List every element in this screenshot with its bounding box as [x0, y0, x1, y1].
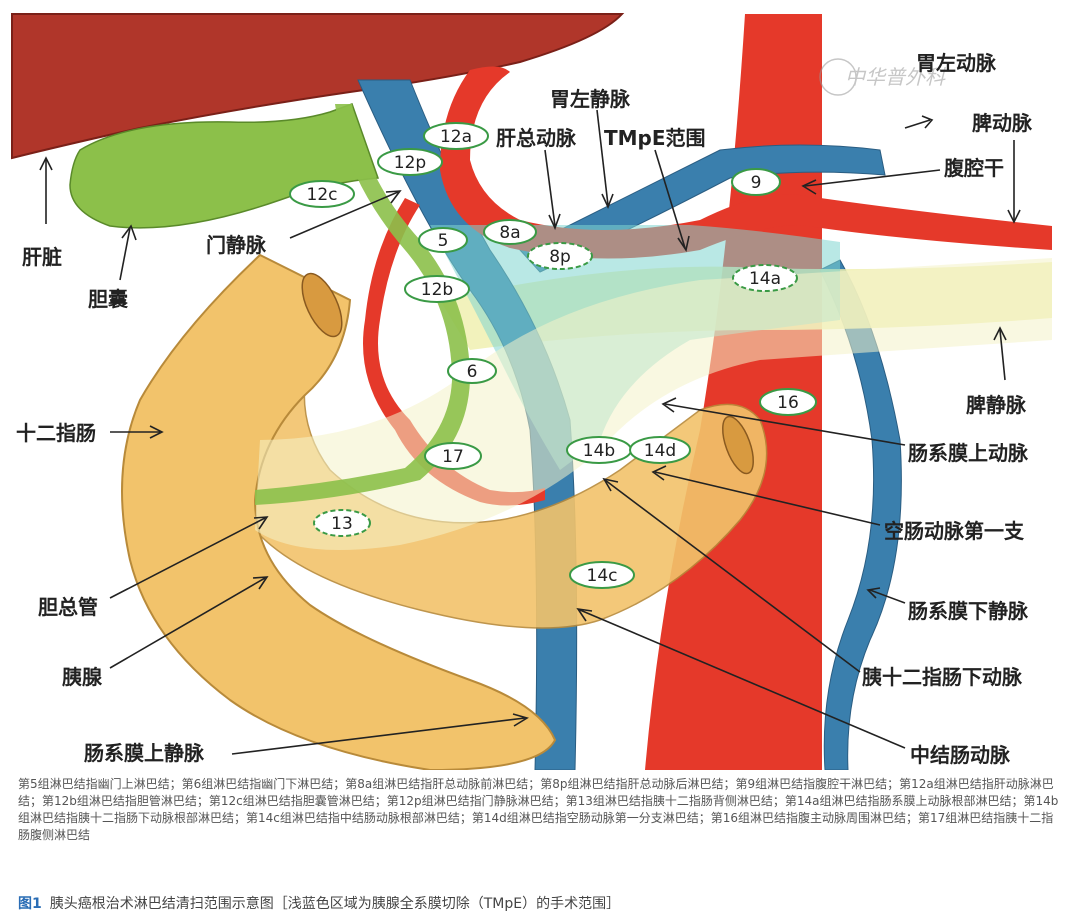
bile-duct: [255, 104, 470, 505]
svg-text:16: 16: [777, 393, 799, 413]
svg-text:14d: 14d: [644, 441, 676, 461]
node-14a: 14a: [732, 264, 798, 292]
svg-text:14a: 14a: [749, 269, 781, 289]
label-imv: 肠系膜下静脉: [908, 599, 1029, 623]
node-8p: 8p: [527, 242, 593, 270]
label-gallbladder: 胆囊: [88, 287, 128, 311]
label-smv: 肠系膜上静脉: [84, 741, 205, 765]
mesentery-overlay: [255, 258, 1052, 550]
node-14b: 14b: [566, 436, 632, 464]
label-splenic-v: 脾静脉: [966, 393, 1027, 417]
svg-text:5: 5: [438, 231, 449, 251]
node-12b: 12b: [404, 275, 470, 303]
hepatic-artery: [440, 66, 1052, 259]
label-portal-vein: 门静脉: [206, 233, 267, 257]
node-16: 16: [759, 388, 817, 416]
svg-text:12p: 12p: [394, 153, 426, 173]
label-celiac: 腹腔干: [944, 156, 1004, 180]
svg-text:14c: 14c: [587, 566, 618, 586]
label-duodenum: 十二指肠: [16, 421, 96, 445]
label-lgv: 胃左静脉: [550, 87, 631, 111]
svg-text:17: 17: [442, 447, 464, 467]
figure-number: 图1: [18, 896, 42, 912]
node-14c: 14c: [569, 561, 635, 589]
duodenum-lumen: [301, 272, 343, 338]
svg-text:14b: 14b: [583, 441, 615, 461]
label-ipda: 胰十二指肠下动脉: [862, 665, 1023, 689]
node-8a: 8a: [483, 219, 537, 245]
node-9: 9: [731, 168, 781, 196]
label-pancreas: 胰腺: [62, 665, 103, 689]
liver: [11, 13, 625, 160]
label-jejunal: 空肠动脉第一支: [884, 519, 1025, 543]
svg-text:中华普外科: 中华普外科: [845, 65, 946, 89]
label-tmpe: TMpE范围: [604, 126, 706, 150]
svg-text:6: 6: [467, 362, 478, 382]
label-sma: 肠系膜上动脉: [908, 441, 1029, 465]
node-12c: 12c: [289, 180, 355, 208]
svg-text:12b: 12b: [421, 280, 453, 300]
label-splenic-a: 脾动脉: [972, 111, 1033, 135]
svg-text:8a: 8a: [499, 223, 520, 243]
watermark: 中华普外科: [819, 58, 946, 96]
node-13: 13: [313, 509, 371, 537]
arrows: [39, 109, 1021, 755]
node-12a: 12a: [423, 122, 489, 150]
figure-caption: 第5组淋巴结指幽门上淋巴结；第6组淋巴结指幽门下淋巴结；第8a组淋巴结指肝总动脉…: [18, 777, 1059, 842]
svg-text:9: 9: [751, 173, 762, 193]
figure-title-text: 胰头癌根治术淋巴结清扫范围示意图［浅蓝色区域为胰腺全系膜切除（TMpE）的手术范…: [49, 896, 621, 912]
label-liver: 肝脏: [22, 245, 62, 269]
svg-text:12c: 12c: [307, 185, 338, 205]
node-5: 5: [418, 227, 468, 253]
label-cbd: 胆总管: [38, 595, 98, 619]
label-mca: 中结肠动脉: [910, 743, 1011, 767]
jejunum-lumen: [722, 415, 754, 475]
node-6: 6: [447, 358, 497, 384]
svg-text:12a: 12a: [440, 127, 472, 147]
svg-text:8p: 8p: [549, 247, 571, 267]
node-14d: 14d: [629, 436, 691, 464]
lymph-node-diagram: 12a 12p 12c 5 8a 8p 9 12b 14a 6 16 17 14…: [11, 13, 1052, 770]
node-12p: 12p: [377, 148, 443, 176]
label-cha: 肝总动脉: [496, 126, 577, 150]
label-lga: 胃左动脉: [916, 51, 997, 75]
figure-title: 图1 胰头癌根治术淋巴结清扫范围示意图［浅蓝色区域为胰腺全系膜切除（TMpE）的手…: [18, 893, 1064, 913]
svg-text:13: 13: [331, 514, 353, 534]
node-17: 17: [424, 442, 482, 470]
